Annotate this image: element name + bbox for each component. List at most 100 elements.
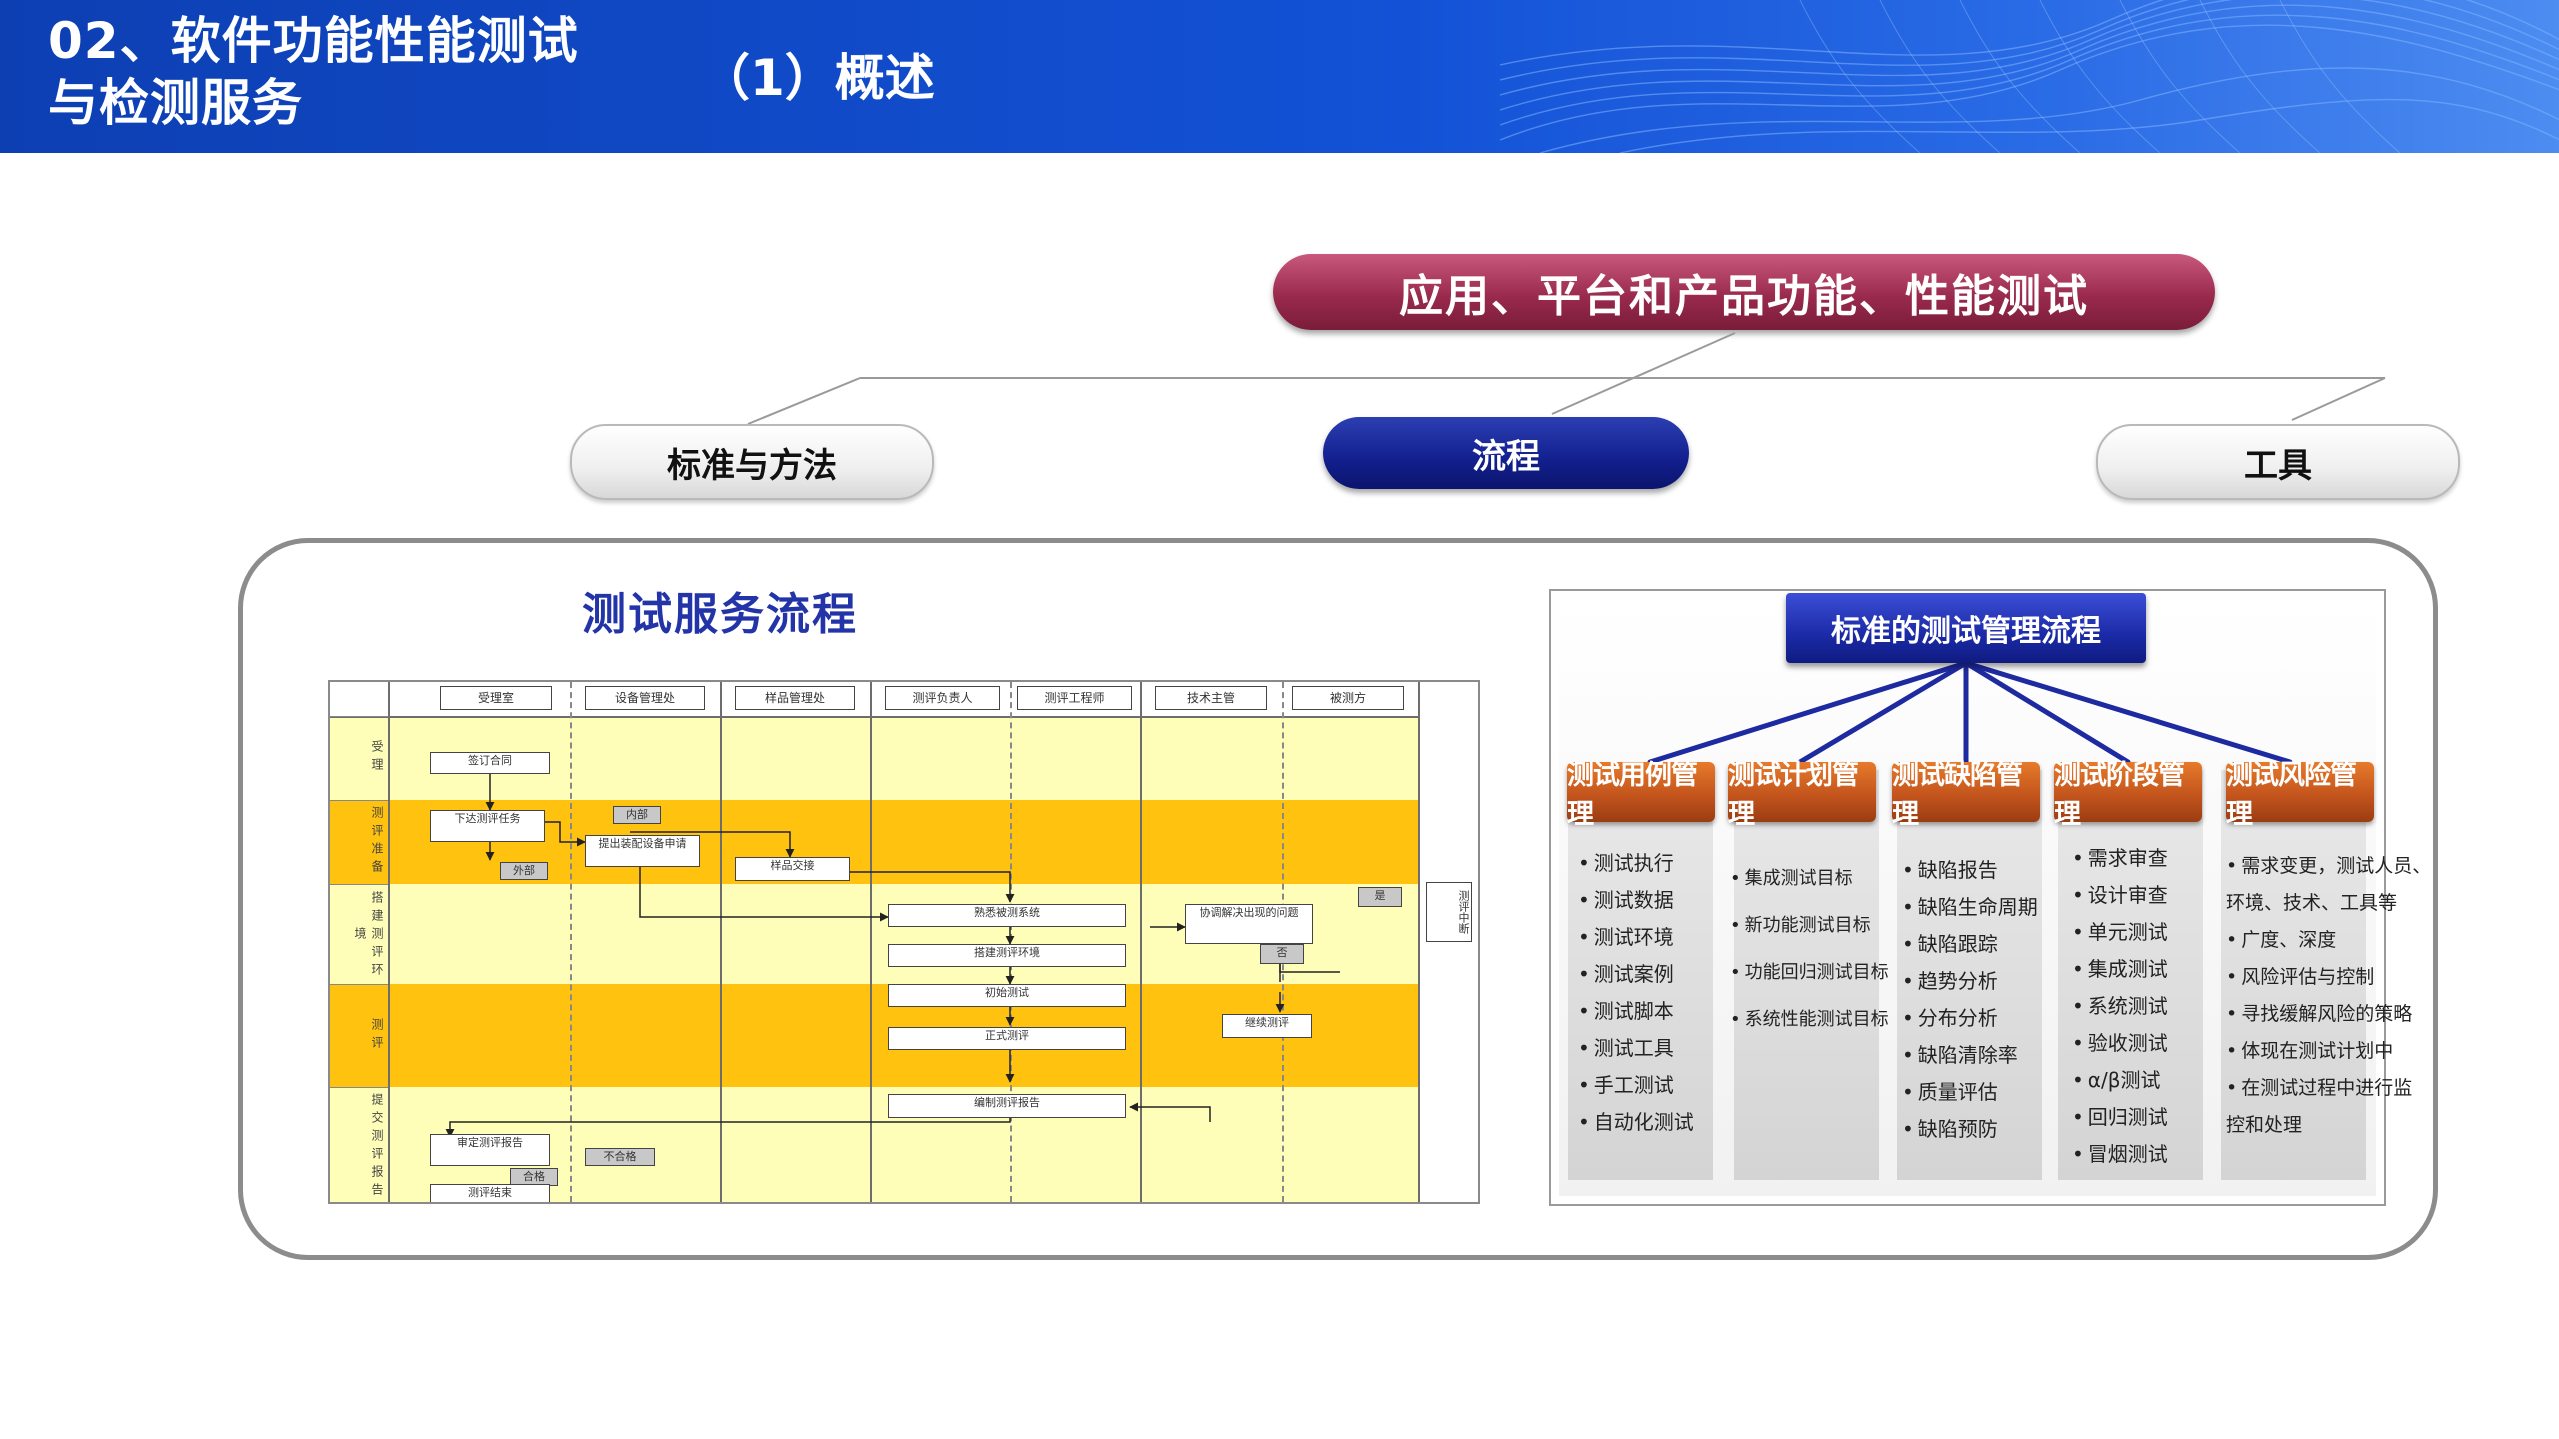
column-header: 被测方 — [1292, 686, 1404, 710]
list-item: 趋势分析 — [1902, 963, 2038, 1000]
list-item: 缺陷生命周期 — [1902, 889, 2038, 926]
content-container — [238, 538, 2438, 1260]
list-item: 测试案例 — [1578, 956, 1694, 993]
column-header: 受理室 — [440, 686, 552, 710]
column-header: 设备管理处 — [585, 686, 705, 710]
list-item: 寻找缓解风险的策略 — [2226, 996, 2431, 1033]
flow-box-finish: 测评结束 — [430, 1184, 550, 1202]
swimlane-line — [720, 682, 722, 1202]
flow-box-coordinate: 协调解决出现的问题 — [1185, 904, 1313, 944]
swimlane-line — [388, 682, 390, 1202]
column-header: 测评工程师 — [1017, 686, 1132, 710]
flow-box-pass: 合格 — [510, 1168, 558, 1186]
swimlane-line — [870, 682, 872, 1202]
list-item: 集成测试 — [2072, 951, 2168, 988]
flow-box-external: 外部 — [500, 862, 548, 880]
flow-box-fail: 不合格 — [585, 1148, 655, 1166]
phase-label: 搭建测评环境 — [353, 891, 384, 981]
section-subtitle: （1）概述 — [700, 49, 935, 107]
list-item: 新功能测试目标 — [1730, 902, 1889, 949]
list-item: 测试执行 — [1578, 845, 1694, 882]
list-item: 缺陷跟踪 — [1902, 926, 2038, 963]
column-header: 样品管理处 — [735, 686, 855, 710]
flow-box-equipment-request: 提出装配设备申请 — [585, 835, 700, 867]
list-item: 风险评估与控制 — [2226, 959, 2431, 996]
main-topic-pill: 应用、平台和产品功能、性能测试 — [1273, 254, 2215, 330]
connector-lines — [747, 332, 2386, 425]
flow-box-issue-task: 下达测评任务 — [430, 810, 545, 842]
flow-right-column — [1418, 682, 1478, 1202]
management-title: 标准的测试管理流程 — [1786, 593, 2146, 663]
swimlane-line — [1140, 682, 1142, 1202]
list-item: 自动化测试 — [1578, 1104, 1694, 1141]
standards-methods-pill: 标准与方法 — [570, 424, 934, 500]
flow-box-yes: 是 — [1358, 887, 1402, 907]
service-flowchart: 受理室 设备管理处 样品管理处 测评负责人 测评工程师 技术主管 被测方 受理 … — [328, 680, 1480, 1204]
phase-separator — [330, 716, 388, 717]
list-item: 缺陷清除率 — [1902, 1037, 2038, 1074]
list-item: 测试脚本 — [1578, 993, 1694, 1030]
list-item: 缺陷预防 — [1902, 1111, 2038, 1148]
list-item: 在测试过程中进行监 — [2226, 1070, 2431, 1107]
phase-label: 测评准备 — [370, 806, 384, 878]
phase-label: 受理 — [370, 740, 384, 776]
list-item: 集成测试目标 — [1730, 855, 1889, 902]
list-item: 体现在测试计划中 — [2226, 1033, 2431, 1070]
list-item: 需求审查 — [2072, 840, 2168, 877]
category-plan-management: 测试计划管理 — [1728, 760, 1876, 830]
flow-box-build-env: 搭建测评环境 — [888, 944, 1126, 967]
case-management-list: 测试执行 测试数据 测试环境 测试案例 测试脚本 测试工具 手工测试 自动化测试 — [1578, 845, 1694, 1141]
list-item: 广度、深度 — [2226, 922, 2431, 959]
phase-separator — [330, 884, 388, 885]
list-item: 手工测试 — [1578, 1067, 1694, 1104]
flow-box-internal: 内部 — [613, 806, 661, 824]
flow-box-review-report: 审定测评报告 — [430, 1134, 550, 1166]
list-item: 控和处理 — [2226, 1114, 2303, 1136]
risk-management-list: 需求变更，测试人员、 环境、技术、工具等 广度、深度 风险评估与控制 寻找缓解风… — [2226, 848, 2431, 1144]
phase-label: 测评 — [370, 1018, 384, 1054]
category-stage-management: 测试阶段管理 — [2054, 760, 2202, 830]
swimlane-line — [570, 682, 572, 1202]
defect-management-list: 缺陷报告 缺陷生命周期 缺陷跟踪 趋势分析 分布分析 缺陷清除率 质量评估 缺陷… — [1902, 852, 2038, 1148]
list-item: 回归测试 — [2072, 1099, 2168, 1136]
flow-box-formal: 正式测评 — [888, 1027, 1126, 1050]
list-item: 系统测试 — [2072, 988, 2168, 1025]
phase-separator — [330, 1087, 388, 1088]
list-item: 分布分析 — [1902, 1000, 2038, 1037]
phase-label: 提交测评报告 — [370, 1093, 384, 1201]
plan-management-list: 集成测试目标 新功能测试目标 功能回归测试目标 系统性能测试目标 — [1730, 855, 1889, 1043]
stage-management-list: 需求审查 设计审查 单元测试 集成测试 系统测试 验收测试 α/β测试 回归测试… — [2072, 840, 2168, 1173]
list-item: 验收测试 — [2072, 1025, 2168, 1062]
section-title: 02、软件功能性能测试 与检测服务 — [48, 12, 579, 132]
tools-pill: 工具 — [2096, 424, 2460, 500]
list-item: 测试环境 — [1578, 919, 1694, 956]
list-item: 测试数据 — [1578, 882, 1694, 919]
flow-box-preliminary: 初始测试 — [888, 984, 1126, 1007]
list-item: 系统性能测试目标 — [1730, 996, 1889, 1043]
flow-box-no: 否 — [1260, 944, 1304, 964]
flow-box-sign-contract: 签订合同 — [430, 752, 550, 774]
header-banner: 02、软件功能性能测试 与检测服务 （1）概述 — [0, 0, 2559, 153]
list-item: 质量评估 — [1902, 1074, 2038, 1111]
phase-separator — [330, 984, 388, 985]
category-risk-management: 测试风险管理 — [2226, 760, 2374, 830]
list-item: 功能回归测试目标 — [1730, 949, 1889, 996]
list-item: 需求变更，测试人员、 — [2226, 848, 2431, 885]
flow-box-sample-handover: 样品交接 — [735, 857, 850, 881]
flow-box-continue: 继续测评 — [1222, 1014, 1312, 1038]
column-header: 技术主管 — [1155, 686, 1267, 710]
list-item: 设计审查 — [2072, 877, 2168, 914]
list-item: 单元测试 — [2072, 914, 2168, 951]
category-case-management: 测试用例管理 — [1567, 760, 1715, 830]
flow-box-interrupt: 测评中断 — [1426, 882, 1472, 942]
list-item: 冒烟测试 — [2072, 1136, 2168, 1173]
flow-box-write-report: 编制测评报告 — [888, 1094, 1126, 1118]
phase-separator — [330, 800, 388, 801]
wave-pattern-graphic — [1500, 0, 2559, 153]
list-item: 缺陷报告 — [1902, 852, 2038, 889]
category-defect-management: 测试缺陷管理 — [1892, 760, 2040, 830]
process-pill: 流程 — [1323, 417, 1689, 489]
list-item: 环境、技术、工具等 — [2226, 892, 2398, 914]
flow-title: 测试服务流程 — [582, 589, 858, 640]
list-item: α/β测试 — [2072, 1062, 2168, 1099]
